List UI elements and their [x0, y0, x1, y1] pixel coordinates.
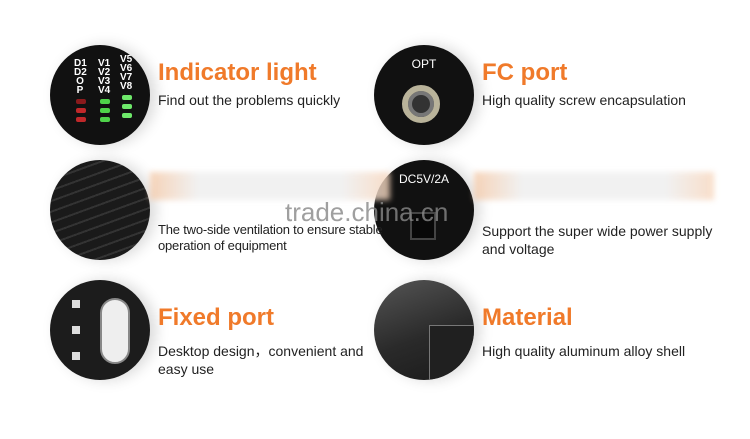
feature-desc: High quality screw encapsulation [482, 92, 686, 108]
dc-label: DC5V/2A [398, 172, 450, 186]
mount-hole-icon [100, 298, 130, 364]
green-led [100, 99, 110, 104]
red-led [76, 99, 86, 104]
fc-port-image: OPT [374, 45, 474, 145]
shell-corner [429, 325, 474, 380]
feature-desc: Desktop design，convenient and easy use [158, 343, 364, 377]
feature-desc: The two-side ventilation to ensure stabl… [158, 222, 383, 253]
feature-title: FC port [482, 59, 568, 86]
feature-title: Material [482, 304, 573, 331]
opt-label: OPT [411, 57, 437, 71]
feature-power: DC5V/2A Support the super wide power sup… [374, 160, 714, 270]
watermark: trade.china.cn [285, 197, 449, 227]
feature-ventilation: The two-side ventilation to ensure stabl… [50, 160, 390, 270]
material-image [374, 280, 474, 380]
feature-title: Indicator light [158, 59, 317, 86]
feature-material: Material High quality aluminum alloy she… [374, 280, 714, 390]
power-port-image: DC5V/2A [374, 160, 474, 260]
green-led [100, 117, 110, 122]
indicator-light-image: D1 D2 O P V1 V2 V3 V4 V5 V6 V7 V8 [50, 45, 150, 145]
obscured-title [150, 172, 390, 200]
feature-title: Fixed port [158, 304, 275, 331]
feature-desc: High quality aluminum alloy shell [482, 343, 686, 359]
led-label: V1 V2 V3 V4 [98, 58, 111, 96]
led-label: D1 D2 O P [74, 58, 87, 96]
fixed-port-image [50, 280, 150, 380]
feature-desc: Find out the problems quickly [158, 92, 341, 108]
vent-hole-icon [72, 300, 80, 308]
green-led [100, 108, 110, 113]
feature-fc-port: OPT FC port High quality screw encapsula… [374, 45, 714, 155]
led-label: V5 V6 V7 V8 [120, 54, 133, 92]
obscured-title [474, 172, 714, 200]
feature-desc: Support the super wide power supply and … [482, 223, 713, 257]
green-led [122, 104, 132, 109]
red-led [76, 117, 86, 122]
feature-indicator-light: D1 D2 O P V1 V2 V3 V4 V5 V6 V7 V8 Indica… [50, 45, 390, 155]
vent-hole-icon [72, 326, 80, 334]
green-led [122, 113, 132, 118]
dc-jack-icon [410, 212, 436, 240]
feature-fixed-port: Fixed port Desktop design，convenient and… [50, 280, 390, 390]
red-led [76, 108, 86, 113]
vent-hole-icon [72, 352, 80, 360]
ventilation-image [50, 160, 150, 260]
green-led [122, 95, 132, 100]
fc-connector-icon [402, 85, 440, 123]
